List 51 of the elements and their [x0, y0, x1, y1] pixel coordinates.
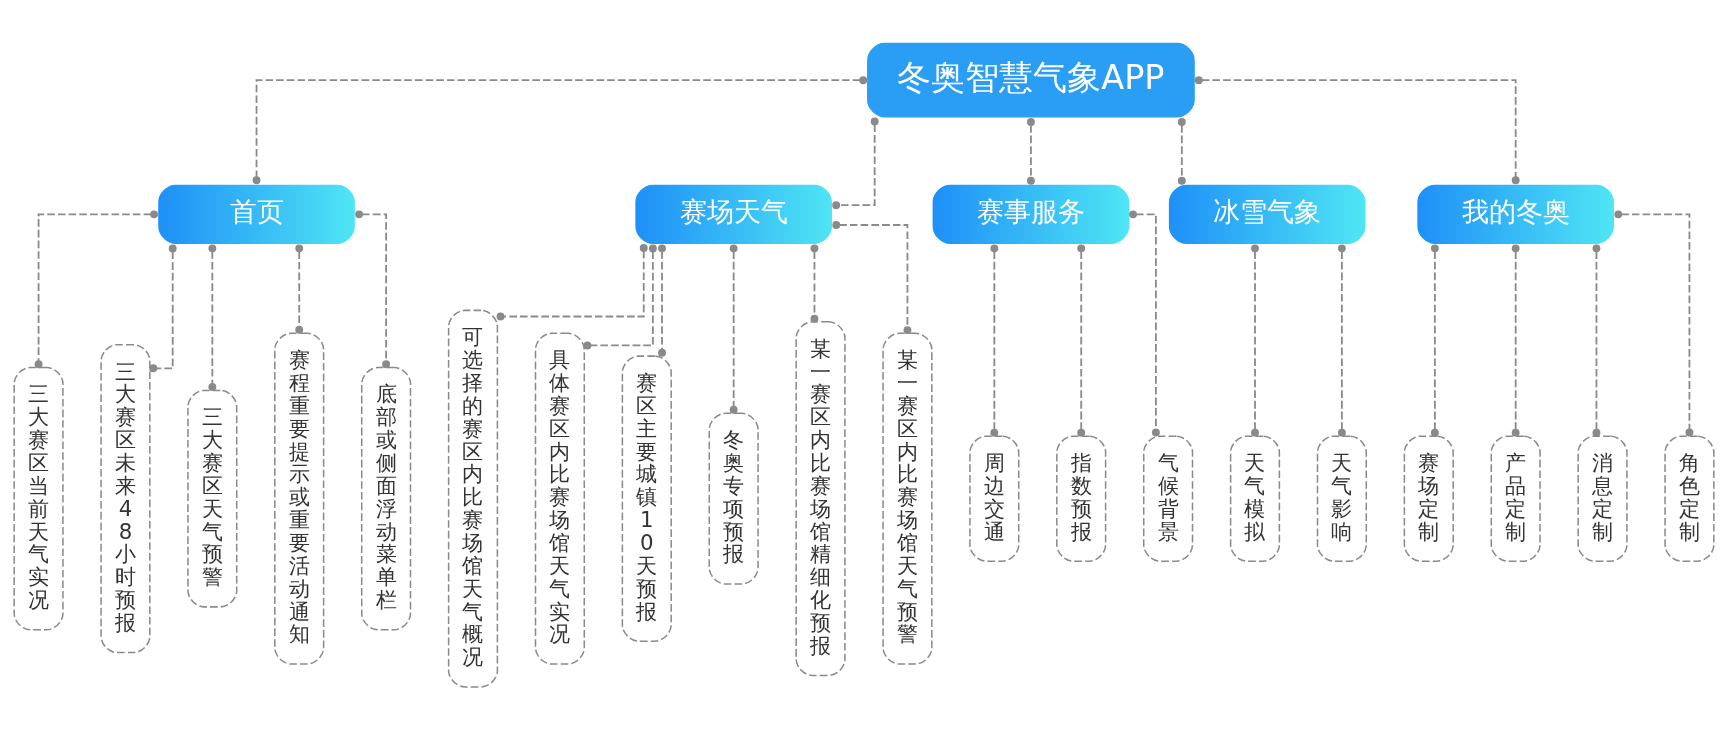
- node-box: 三大赛区当前天气实况: [13, 366, 64, 631]
- node-box: 消息定制: [1577, 435, 1628, 562]
- connector: [496, 244, 648, 321]
- node-box: 周边交通: [969, 435, 1020, 562]
- node-box: 我的冬奥: [1415, 183, 1616, 246]
- connector: [1592, 244, 1601, 437]
- connector: [355, 210, 391, 369]
- connector: [832, 221, 912, 335]
- connector: [1194, 76, 1520, 185]
- connector: [1251, 244, 1259, 437]
- node-box: 具体赛区内比赛场馆天气实况: [534, 332, 586, 665]
- node-box: 冬奥智慧气象APP: [865, 41, 1197, 120]
- connector: [1077, 244, 1086, 437]
- connector: [1614, 210, 1694, 437]
- node-box: 天气模拟: [1229, 435, 1281, 562]
- node-box: 三大赛区天气预警: [187, 389, 238, 608]
- node-box: 某一赛区内比赛场馆天气预警: [882, 332, 933, 665]
- connector: [810, 244, 819, 323]
- node-box: 赛区主要城镇10天预报: [621, 355, 672, 642]
- connector: [1430, 244, 1439, 437]
- connector: [252, 76, 868, 185]
- connector: [990, 244, 999, 437]
- node-box: 底部或侧面浮动菜单栏: [360, 366, 412, 631]
- connector: [208, 244, 217, 391]
- node-box: 三大赛区未来48小时预报: [100, 343, 151, 654]
- connector: [149, 244, 177, 373]
- node-box: 可选择的赛区内比赛场馆天气概况: [447, 309, 499, 688]
- connector: [1129, 210, 1160, 437]
- connector: [1177, 118, 1186, 185]
- connector: [1337, 244, 1346, 437]
- connector: [1511, 244, 1520, 437]
- node-box: 赛场定制: [1403, 435, 1454, 562]
- node-box: 天气影响: [1316, 435, 1368, 562]
- node-box: 赛事服务: [931, 183, 1131, 246]
- connector: [832, 117, 879, 210]
- node-box: 赛程重要提示或重要活动通知: [274, 332, 325, 665]
- node-box: 产品定制: [1490, 435, 1541, 562]
- node-box: 首页: [156, 183, 357, 246]
- node-box: 指数预报: [1056, 435, 1107, 562]
- node-box: 角色定制: [1664, 435, 1715, 562]
- connector: [34, 210, 159, 369]
- connector: [583, 244, 657, 350]
- node-box: 气候背景: [1142, 435, 1194, 562]
- node-box: 赛场天气: [633, 183, 834, 246]
- connector: [658, 244, 666, 357]
- connector: [1026, 118, 1035, 185]
- node-box: 冰雪气象: [1167, 183, 1368, 246]
- node-box: 冬奥专项预报: [708, 412, 759, 585]
- connector: [295, 244, 304, 334]
- connector: [729, 244, 738, 414]
- node-box: 某一赛区内比赛场馆精细化预报: [795, 321, 846, 677]
